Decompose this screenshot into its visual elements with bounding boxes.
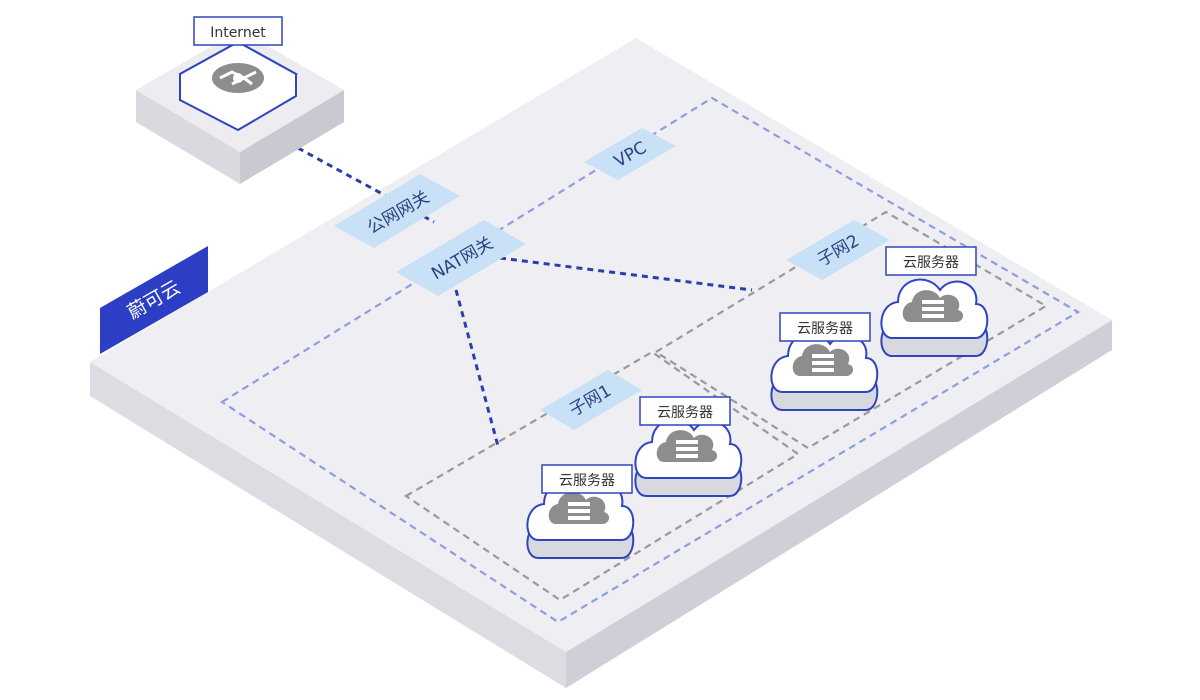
server-tag: 云服务器 — [541, 464, 633, 494]
server-tag: 云服务器 — [639, 396, 731, 426]
cloud-server — [634, 418, 743, 497]
subnet2-tag: 子网2 — [786, 220, 890, 280]
server-label: 云服务器 — [657, 405, 713, 421]
internet-to-public-gateway-link — [297, 146, 435, 224]
platform-right-face — [566, 320, 1112, 688]
globe-icon — [212, 63, 264, 93]
server-tag: 云服务器 — [779, 312, 871, 342]
platform-left-face — [90, 362, 566, 688]
cloud-platform — [90, 38, 1112, 688]
server-label: 云服务器 — [903, 255, 959, 271]
server-icon — [548, 492, 610, 524]
platform-top-face — [90, 38, 1112, 652]
cloud-server — [880, 278, 989, 357]
server-icon — [656, 430, 718, 462]
internet-label: Internet — [210, 25, 266, 41]
internet-block: Internet — [136, 16, 344, 184]
server-tag: 云服务器 — [885, 246, 977, 276]
connection-lines — [297, 146, 753, 447]
nat-to-subnet2-link — [499, 256, 753, 292]
server-icon — [902, 290, 964, 322]
subnet1-boundary — [403, 350, 801, 602]
vpc-boundary — [219, 96, 1081, 624]
cloud-server — [770, 332, 879, 411]
server-icon — [792, 344, 854, 376]
server-label: 云服务器 — [797, 321, 853, 337]
cloud-server — [526, 480, 635, 559]
nat-to-subnet1-link — [454, 289, 500, 447]
server-label: 云服务器 — [559, 473, 615, 489]
